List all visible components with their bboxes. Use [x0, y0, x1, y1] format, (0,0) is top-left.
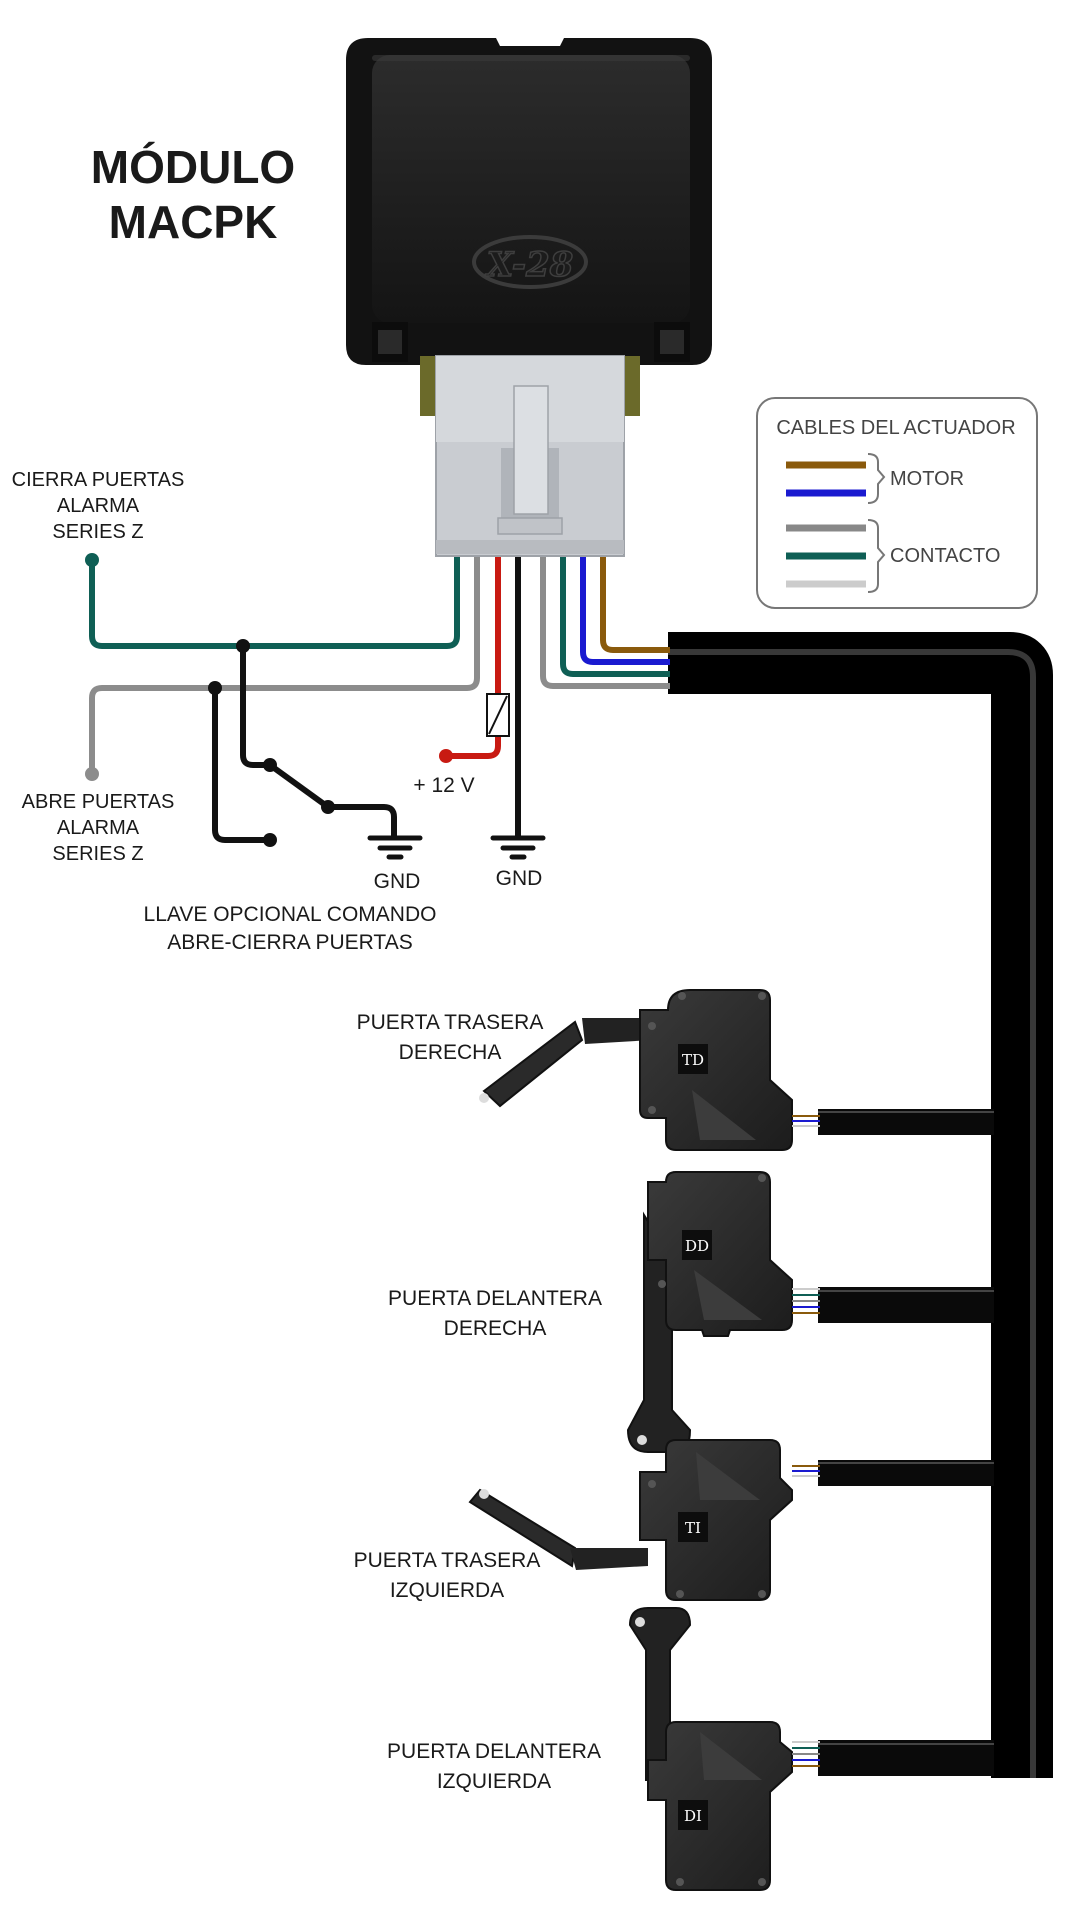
svg-text:ALARMA: ALARMA [57, 817, 140, 839]
harness-branch-di [818, 1740, 994, 1776]
junction-dot [208, 681, 222, 695]
gnd-label-1: GND [374, 870, 421, 893]
badge-di: DI [684, 1807, 702, 1825]
svg-text:IZQUIERDA: IZQUIERDA [437, 1770, 551, 1793]
switch-contact-icon [263, 833, 277, 847]
badge-dd: DD [685, 1237, 709, 1255]
svg-text:PUERTA TRASERA: PUERTA TRASERA [354, 1549, 541, 1572]
switch-contact-icon [263, 758, 277, 772]
main-harness [668, 632, 1053, 1778]
key-switch-label: LLAVE OPCIONAL COMANDO ABRE-CIERRA PUERT… [144, 903, 437, 954]
legend-label-contacto: CONTACTO [890, 545, 1000, 567]
label-ti: PUERTA TRASERA IZQUIERDA [354, 1549, 541, 1602]
wire-gray-open [89, 555, 480, 772]
label-dd: PUERTA DELANTERA DERECHA [388, 1287, 602, 1340]
label-td: PUERTA TRASERA DERECHA [357, 1011, 544, 1064]
legend-box: CABLES DEL ACTUADOR MOTOR CONTACTO [756, 397, 1038, 609]
svg-text:PUERTA DELANTERA: PUERTA DELANTERA [388, 1287, 602, 1310]
harness-branch-td [818, 1109, 994, 1135]
switch-pivot-icon [321, 800, 335, 814]
label-di: PUERTA DELANTERA IZQUIERDA [387, 1740, 601, 1793]
svg-text:LLAVE OPCIONAL COMANDO: LLAVE OPCIONAL COMANDO [144, 903, 437, 926]
connector-wires [89, 555, 670, 838]
power-label: + 12 V [413, 774, 474, 797]
key-switch-circuit [212, 646, 397, 843]
svg-text:SERIES Z: SERIES Z [52, 521, 143, 543]
module-logo-icon: X-28 [472, 235, 588, 289]
wire-gray-harness [540, 555, 670, 689]
wire-blue [580, 555, 670, 665]
svg-text:ALARMA: ALARMA [57, 495, 140, 517]
junction-dot [236, 639, 250, 653]
close-doors-label: CIERRA PUERTAS ALARMA SERIES Z [12, 469, 185, 543]
actuator-dd: DD [626, 1171, 820, 1453]
macpk-module: X-28 [346, 38, 712, 557]
ground-icon [490, 835, 546, 860]
actuator-ti: TI [468, 1439, 820, 1601]
legend-label-motor: MOTOR [890, 468, 964, 490]
harness-branch-dd [818, 1287, 994, 1323]
svg-text:DERECHA: DERECHA [399, 1041, 502, 1064]
title-line-2: MACPK [109, 196, 278, 248]
title-line-1: MÓDULO [91, 141, 295, 193]
svg-text:DERECHA: DERECHA [444, 1317, 547, 1340]
legend-title: CABLES DEL ACTUADOR [776, 417, 1015, 439]
svg-text:IZQUIERDA: IZQUIERDA [390, 1579, 504, 1602]
actuator-di: DI [628, 1607, 820, 1891]
actuator-td: TD [479, 989, 820, 1151]
legend-item-contacto: CONTACTO [786, 519, 1000, 593]
svg-text:CIERRA PUERTAS: CIERRA PUERTAS [12, 469, 185, 491]
gnd-label-2: GND [496, 867, 543, 890]
open-doors-label: ABRE PUERTAS ALARMA SERIES Z [22, 791, 175, 865]
close-doors-terminal-icon [85, 553, 99, 567]
power-terminal-icon [439, 749, 453, 763]
svg-text:PUERTA DELANTERA: PUERTA DELANTERA [387, 1740, 601, 1763]
svg-text:ABRE PUERTAS: ABRE PUERTAS [22, 791, 175, 813]
wire-green-close [89, 555, 460, 649]
harness-branch-ti [818, 1460, 994, 1486]
legend-item-motor: MOTOR [786, 453, 964, 504]
badge-ti: TI [685, 1519, 701, 1537]
fuse-icon [486, 693, 510, 737]
ground-icon [367, 835, 423, 860]
svg-text:SERIES Z: SERIES Z [52, 843, 143, 865]
svg-text:ABRE-CIERRA PUERTAS: ABRE-CIERRA PUERTAS [167, 931, 412, 954]
svg-text:PUERTA TRASERA: PUERTA TRASERA [357, 1011, 544, 1034]
open-doors-terminal-icon [85, 767, 99, 781]
svg-text:X-28: X-28 [485, 245, 574, 285]
wire-brown [600, 555, 670, 653]
badge-td: TD [682, 1051, 704, 1069]
wire-green-harness [560, 555, 670, 677]
